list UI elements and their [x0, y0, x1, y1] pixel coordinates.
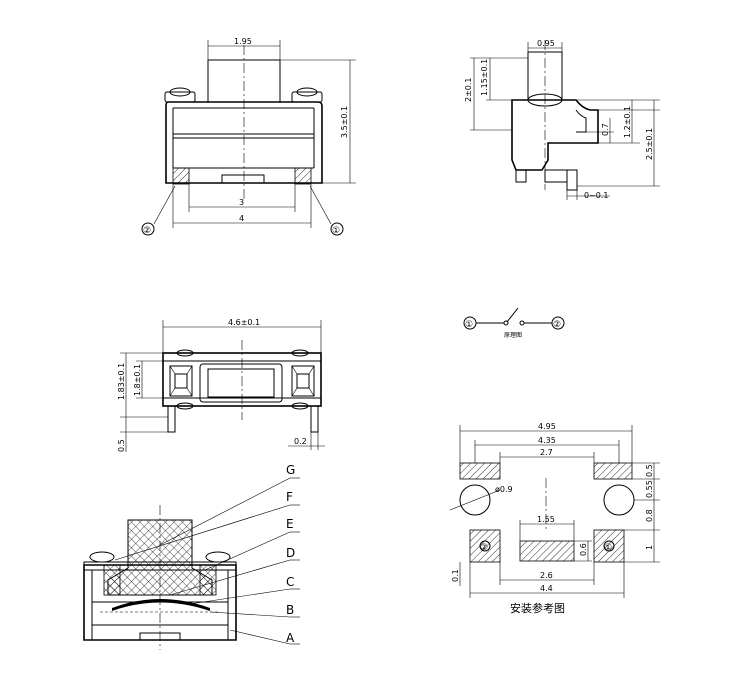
dim-27: 2.7	[540, 448, 553, 457]
dim-top-18: 1.8±0.1	[133, 364, 142, 396]
dim-side-top: 0.95	[537, 39, 555, 48]
label-b: B	[286, 603, 294, 617]
dim-435: 4.35	[538, 436, 556, 445]
dim-44: 4.4	[540, 584, 553, 593]
dim-top-05: 0.5	[117, 439, 126, 452]
dim-top-width: 4.6±0.1	[228, 318, 260, 327]
section-view: G F E D C B A	[83, 463, 300, 650]
footprint: ø0.9 ② ① 4.95 4.35 2.7 1.55 0.6	[449, 422, 660, 615]
label-g: G	[286, 463, 295, 477]
dim-side-001: 0~0.1	[584, 191, 609, 200]
dim-side-115: 1.15±0.1	[480, 59, 489, 96]
label-e: E	[286, 517, 294, 531]
dim-r1: 1	[645, 545, 654, 550]
dim-side-25: 2.5±0.1	[645, 128, 654, 160]
dim-top-02: 0.2	[294, 437, 307, 446]
dim-side-07: 0.7	[601, 123, 610, 136]
schematic-pin1: ①	[465, 320, 473, 330]
dim-06: 0.6	[579, 543, 588, 556]
top-view: 4.6±0.1 1.83±0.1 1.8±0.1 0.5 0.2	[117, 318, 325, 452]
dim-front-inner: 3	[239, 198, 244, 207]
dim-front-total: 4	[239, 214, 244, 223]
dim-side-12: 1.2±0.1	[623, 106, 632, 138]
dim-01: 0.1	[451, 569, 460, 582]
pad-left: ②	[480, 543, 488, 553]
label-a: A	[286, 631, 295, 645]
dim-r05: 0.5	[645, 464, 654, 477]
pad-right: ①	[604, 543, 612, 553]
dim-top-183: 1.83±0.1	[117, 363, 126, 400]
dim-r08: 0.8	[645, 509, 654, 522]
dim-side-2: 2±0.1	[464, 77, 473, 102]
dim-front-top: 1.95	[234, 37, 252, 46]
side-view: 0.95 2±0.1 1.15±0.1 0.7 1.2±0.1 2.5±0.1 …	[464, 39, 660, 200]
footprint-caption: 安装参考图	[510, 601, 565, 615]
dim-495: 4.95	[538, 422, 556, 431]
schematic-label: 原理图	[504, 332, 522, 339]
label-c: C	[286, 575, 294, 589]
dim-front-height: 3.5±0.1	[340, 106, 349, 138]
schematic-pin2: ②	[553, 320, 561, 330]
label-d: D	[286, 546, 295, 560]
dim-hole: ø0.9	[495, 485, 513, 494]
dim-26: 2.6	[540, 571, 553, 580]
dim-155: 1.55	[537, 515, 555, 524]
pin-right-callout: ①	[332, 226, 340, 236]
label-f: F	[286, 490, 293, 504]
front-view: 1.95 3.5±0.1 3 4 ② ①	[141, 37, 356, 236]
schematic: ① ② 原理图	[463, 307, 565, 339]
dim-r055: 0.55	[645, 480, 654, 498]
pin-left-callout: ②	[143, 226, 151, 236]
